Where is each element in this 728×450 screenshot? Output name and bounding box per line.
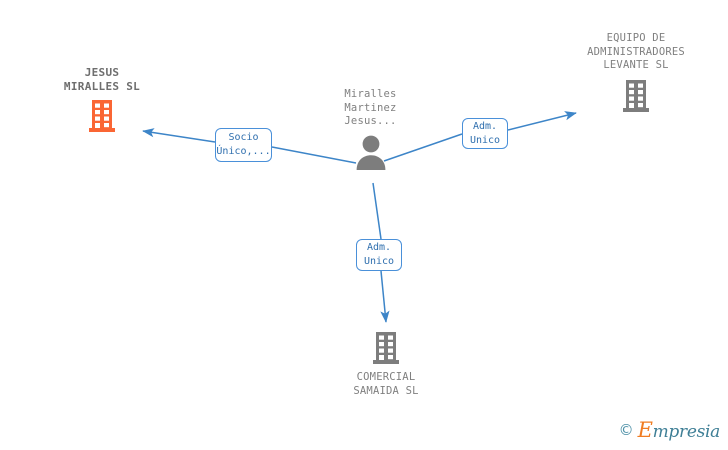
node-label-jesus-miralles-sl: JESUS MIRALLES SL [63, 66, 141, 93]
brand-name: Empresia [637, 418, 721, 442]
node-label-person-center: Miralles Martinez Jesus... [344, 88, 397, 127]
node-comercial-samaida-sl[interactable]: COMERCIAL SAMAIDA SL [311, 331, 461, 398]
building-icon[interactable] [28, 99, 176, 133]
node-jesus-miralles-sl[interactable]: JESUS MIRALLES SL [28, 66, 176, 133]
relation-label-socio-unico[interactable]: Socio Único,... [215, 128, 272, 162]
brand-initial: E [637, 418, 653, 442]
node-person-center[interactable]: Miralles Martinez Jesus... [313, 88, 428, 170]
building-icon[interactable] [556, 79, 716, 113]
node-label-comercial-samaida-sl: COMERCIAL SAMAIDA SL [353, 371, 419, 397]
relation-label-adm-unico-samaida[interactable]: Adm. Unico [356, 239, 402, 271]
node-label-equipo-administradores-levante-sl: EQUIPO DE ADMINISTRADORES LEVANTE SL [587, 32, 685, 71]
person-icon[interactable] [313, 134, 428, 170]
copyright-icon: © [618, 421, 634, 439]
empresia-watermark: © Empresia [618, 418, 721, 442]
relation-label-adm-unico-levante[interactable]: Adm. Unico [462, 118, 508, 149]
building-icon[interactable] [311, 331, 461, 365]
brand-rest: mpresia [652, 422, 721, 442]
node-equipo-administradores-levante-sl[interactable]: EQUIPO DE ADMINISTRADORES LEVANTE SL [556, 32, 716, 113]
